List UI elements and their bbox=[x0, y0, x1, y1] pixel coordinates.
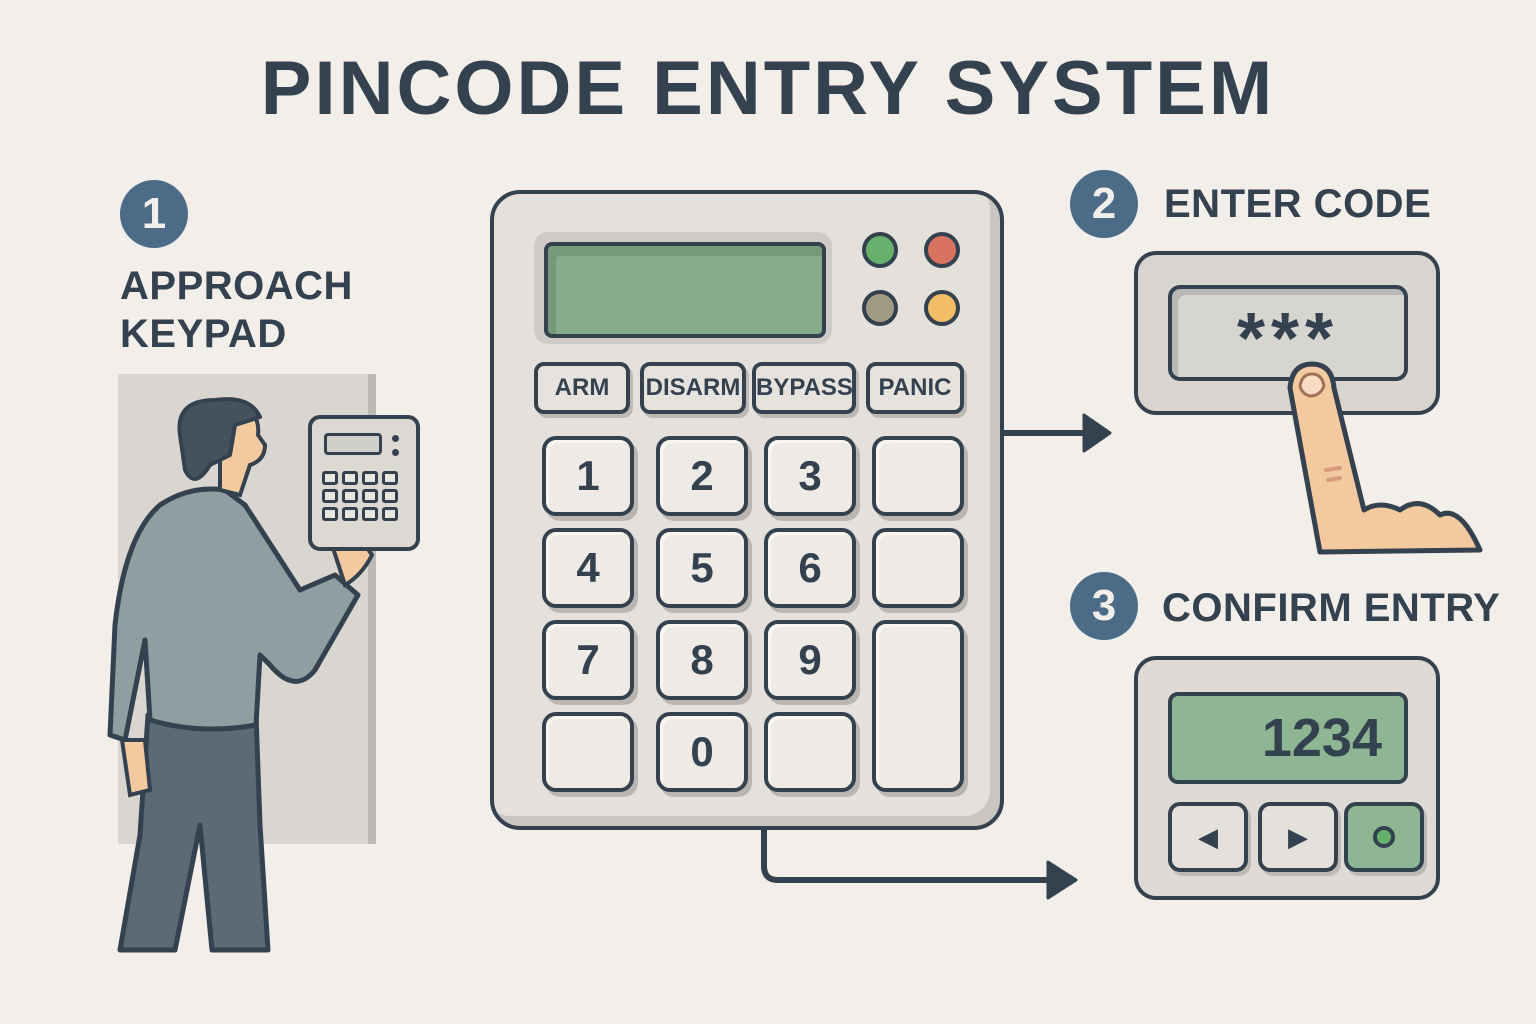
step-3-badge: 3 bbox=[1070, 572, 1138, 640]
page-title: PINCODE ENTRY SYSTEM bbox=[260, 46, 1276, 131]
wall-keypad-illustration bbox=[308, 415, 420, 551]
panic-button[interactable]: PANIC bbox=[866, 362, 964, 414]
step-2-badge: 2 bbox=[1070, 170, 1138, 238]
ok-indicator-icon bbox=[1373, 826, 1395, 848]
arrow-to-step-3-icon bbox=[761, 826, 1078, 900]
wall-keypad-led bbox=[392, 435, 399, 442]
led-green-indicator bbox=[862, 232, 898, 268]
key-blank-bottom-right[interactable] bbox=[764, 712, 856, 792]
key-3[interactable]: 3 bbox=[764, 436, 856, 516]
key-blank-r2[interactable] bbox=[872, 528, 964, 608]
right-triangle-icon: ▶ bbox=[1288, 821, 1308, 852]
led-amber-indicator bbox=[924, 290, 960, 326]
step-1-label-line1: APPROACH bbox=[120, 264, 353, 308]
key-7[interactable]: 7 bbox=[542, 620, 634, 700]
step-1-label: APPROACH KEYPAD bbox=[120, 262, 353, 358]
key-blank-r1[interactable] bbox=[872, 436, 964, 516]
left-arrow-button[interactable]: ◀ bbox=[1168, 802, 1248, 872]
key-6[interactable]: 6 bbox=[764, 528, 856, 608]
code-entry-panel: *** bbox=[1134, 251, 1440, 415]
disarm-button[interactable]: DISARM bbox=[640, 362, 746, 414]
led-olive-indicator bbox=[862, 290, 898, 326]
person-illustration bbox=[107, 397, 379, 953]
step-2-label: ENTER CODE bbox=[1164, 182, 1432, 226]
key-9[interactable]: 9 bbox=[764, 620, 856, 700]
confirm-entry-panel: 1234 ◀ ▶ bbox=[1134, 656, 1440, 900]
key-5[interactable]: 5 bbox=[656, 528, 748, 608]
step-1-label-line2: KEYPAD bbox=[120, 312, 287, 356]
arm-button[interactable]: ARM bbox=[534, 362, 630, 414]
wall-keypad-led bbox=[392, 449, 399, 456]
left-triangle-icon: ◀ bbox=[1198, 821, 1218, 852]
wall-keypad-keys bbox=[322, 471, 398, 521]
key-0[interactable]: 0 bbox=[656, 712, 748, 792]
key-4[interactable]: 4 bbox=[542, 528, 634, 608]
bypass-button[interactable]: BYPASS bbox=[752, 362, 856, 414]
step-3-label: CONFIRM ENTRY bbox=[1162, 586, 1501, 630]
arrow-to-step-2-icon bbox=[1000, 413, 1112, 453]
key-8[interactable]: 8 bbox=[656, 620, 748, 700]
step-1-badge: 1 bbox=[120, 180, 188, 248]
led-red-indicator bbox=[924, 232, 960, 268]
key-blank-tall[interactable] bbox=[872, 620, 964, 792]
key-2[interactable]: 2 bbox=[656, 436, 748, 516]
main-keypad: ARM DISARM BYPASS PANIC 1 2 3 4 5 6 7 8 … bbox=[490, 190, 1004, 830]
key-blank-bottom-left[interactable] bbox=[542, 712, 634, 792]
pointing-finger-icon bbox=[1287, 361, 1483, 555]
wall-keypad-screen bbox=[324, 433, 382, 455]
entered-code-display: 1234 bbox=[1168, 692, 1408, 784]
masked-code-display: *** bbox=[1168, 285, 1408, 381]
keypad-display bbox=[544, 242, 826, 338]
confirm-ok-button[interactable] bbox=[1344, 802, 1424, 872]
right-arrow-button[interactable]: ▶ bbox=[1258, 802, 1338, 872]
key-1[interactable]: 1 bbox=[542, 436, 634, 516]
